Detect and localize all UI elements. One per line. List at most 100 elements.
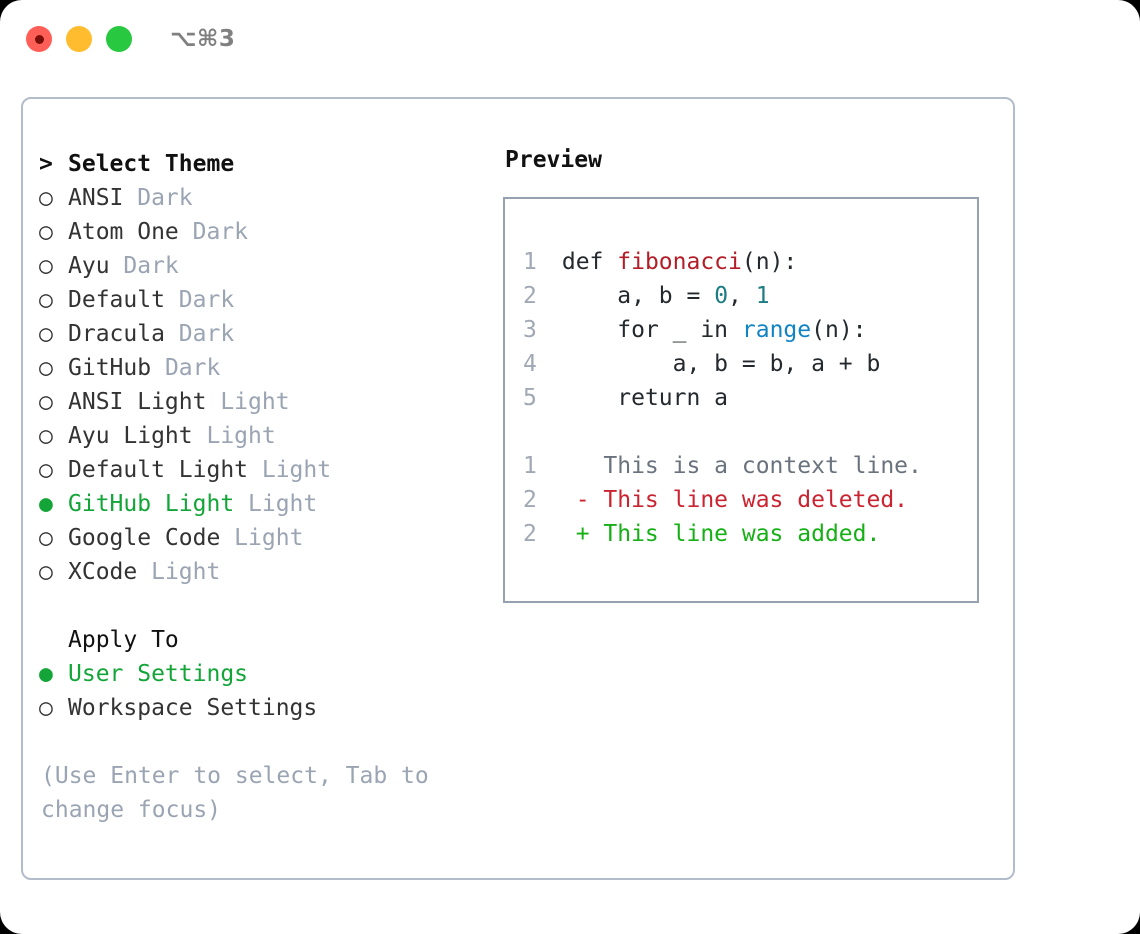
- line-number: 3: [523, 317, 537, 343]
- theme-list-item[interactable]: ○ Default Dark: [39, 283, 503, 317]
- theme-variant-tag: Light: [220, 525, 304, 551]
- list-spacer: [39, 589, 503, 623]
- page-title: Select Theme: [68, 151, 235, 177]
- theme-list-item[interactable]: ○ANSI Light Light: [39, 385, 503, 419]
- apply-to-item[interactable]: ● User Settings: [39, 657, 503, 691]
- radio-unselected-icon: ○: [39, 219, 53, 245]
- code-token: (n):: [811, 317, 867, 343]
- code-diff-spacer: [523, 415, 977, 449]
- theme-list-item[interactable]: ○ ANSI Dark: [39, 181, 503, 215]
- code-token: for _ in: [561, 317, 742, 343]
- theme-name: XCode: [68, 559, 138, 585]
- code-token: return a: [561, 385, 729, 411]
- keyboard-shortcut-label: ⌥⌘3: [170, 26, 236, 52]
- theme-list-item[interactable]: ○ Ayu Light Light: [39, 419, 503, 453]
- code-line: 2 a, b = 0, 1: [523, 279, 977, 313]
- diff-text: - This line was deleted.: [548, 487, 909, 513]
- theme-picker-column: >Select Theme ○ANSI Dark○Atom One Dark○A…: [23, 99, 503, 878]
- code-line: 1 def fibonacci(n):: [523, 245, 977, 279]
- radio-unselected-icon: ○: [39, 287, 53, 313]
- close-button[interactable]: [26, 26, 52, 52]
- radio-unselected-icon: ○: [39, 525, 53, 551]
- preview-column: Preview 1 def fibonacci(n):2 a, b = 0, 1…: [503, 99, 1013, 878]
- diff-text: + This line was added.: [548, 521, 881, 547]
- radio-unselected-icon: ○: [39, 321, 53, 347]
- zoom-button[interactable]: [106, 26, 132, 52]
- theme-list: ○ ANSI Dark ○ Atom One Dark ○ Ayu Dark ○ Defaul…: [39, 181, 503, 589]
- theme-variant-tag: Dark: [151, 355, 221, 381]
- theme-variant-tag: Dark: [164, 321, 235, 347]
- line-number: 2: [523, 521, 537, 547]
- code-token: a, b = b, a + b: [561, 351, 881, 377]
- radio-unselected-icon: ○: [39, 559, 53, 585]
- radio-unselected-icon: ○: [39, 457, 53, 483]
- diff-text: This is a context line.: [548, 453, 922, 479]
- radio-unselected-icon: ○: [39, 185, 53, 211]
- line-number: 1: [523, 249, 537, 275]
- theme-name: Atom One: [68, 219, 179, 245]
- code-token: def: [561, 249, 618, 275]
- close-icon: [34, 34, 44, 44]
- theme-list-item[interactable]: ○ GitHub Dark: [39, 351, 503, 385]
- theme-variant-tag: Dark: [178, 219, 249, 245]
- code-token: 0: [714, 283, 729, 309]
- theme-name: ANSI: [68, 185, 124, 211]
- theme-variant-tag: Dark: [123, 185, 193, 211]
- radio-unselected-icon: ○: [39, 423, 53, 449]
- theme-list-item[interactable]: ○ Dracula Dark: [39, 317, 503, 351]
- theme-name: Default Light: [68, 457, 249, 483]
- radio-selected-icon: ●: [39, 491, 53, 517]
- window-controls: [26, 26, 132, 52]
- theme-list-item[interactable]: ○XCode Light: [39, 555, 503, 589]
- theme-list-item[interactable]: ○ Atom One Dark: [39, 215, 503, 249]
- theme-list-item[interactable]: ●GitHub Light Light: [39, 487, 503, 521]
- line-number: 1: [523, 453, 537, 479]
- code-token: fibonacci: [617, 249, 742, 275]
- theme-variant-tag: Dark: [164, 287, 235, 313]
- title-bar: ⌥⌘3: [0, 0, 1140, 78]
- diff-line: 2 + This line was added.: [523, 517, 977, 551]
- code-token: ,: [728, 283, 756, 309]
- prompt-icon: >: [39, 151, 53, 177]
- theme-variant-tag: Light: [248, 457, 332, 483]
- preview-title: Preview: [505, 147, 602, 173]
- theme-name: Google Code: [68, 525, 221, 551]
- theme-variant-tag: Dark: [109, 253, 179, 279]
- radio-unselected-icon: ○: [39, 695, 53, 721]
- diff-sample: 1 This is a context line.2 - This line w…: [523, 449, 977, 551]
- code-token: (n):: [741, 249, 798, 275]
- theme-variant-tag: Light: [206, 389, 290, 415]
- code-token: range: [741, 317, 812, 343]
- diff-line: 2 - This line was deleted.: [523, 483, 977, 517]
- theme-name: GitHub: [68, 355, 152, 381]
- theme-name: Ayu Light: [68, 423, 193, 449]
- radio-unselected-icon: ○: [39, 355, 53, 381]
- radio-unselected-icon: ○: [39, 253, 53, 279]
- theme-name: Default: [68, 287, 165, 313]
- theme-name: ANSI Light: [68, 389, 207, 415]
- theme-list-item[interactable]: ○ Default Light Light: [39, 453, 503, 487]
- code-line: 5 return a: [523, 381, 977, 415]
- apply-to-label: User Settings: [68, 661, 249, 687]
- apply-to-label: Workspace Settings: [68, 695, 318, 721]
- radio-selected-icon: ●: [39, 661, 53, 687]
- theme-name: Ayu: [68, 253, 110, 279]
- keyboard-hint: (Use Enter to select, Tab to change focu…: [41, 763, 429, 823]
- line-number: 5: [523, 385, 537, 411]
- diff-line: 1 This is a context line.: [523, 449, 977, 483]
- theme-list-item[interactable]: ○ Ayu Dark: [39, 249, 503, 283]
- apply-to-item[interactable]: ○ Workspace Settings: [39, 691, 503, 725]
- code-token: a, b =: [561, 283, 715, 309]
- theme-list-item[interactable]: ○ Google Code Light: [39, 521, 503, 555]
- theme-variant-tag: Light: [192, 423, 276, 449]
- apply-to-list: ● User Settings ○ Workspace Settings: [39, 657, 503, 725]
- theme-name: Dracula: [68, 321, 165, 347]
- content-panel: >Select Theme ○ANSI Dark○Atom One Dark○A…: [21, 97, 1015, 880]
- apply-to-header-marker: [39, 623, 68, 657]
- apply-to-header: Apply To: [39, 623, 503, 657]
- apply-to-title: Apply To: [68, 627, 179, 653]
- line-number: 2: [523, 283, 537, 309]
- code-token: 1: [755, 283, 770, 309]
- minimize-button[interactable]: [66, 26, 92, 52]
